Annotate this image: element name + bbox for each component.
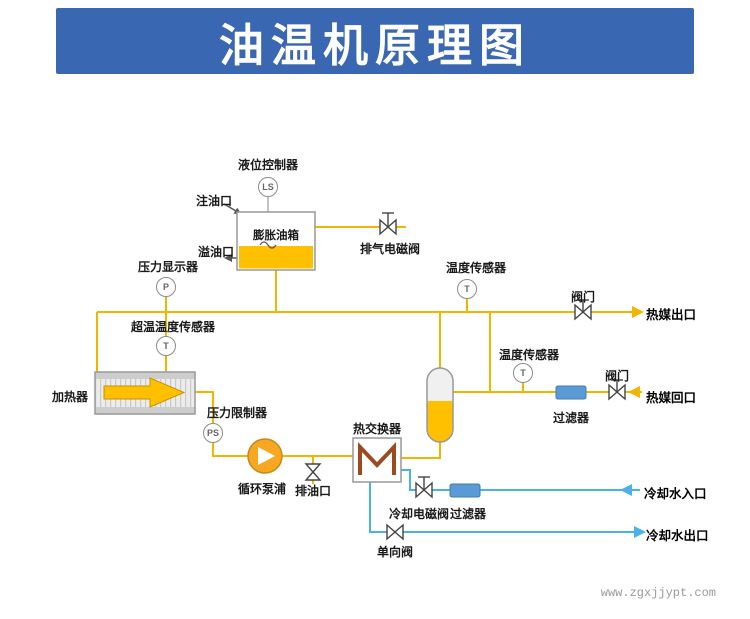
heat-exchanger-body (352, 437, 402, 483)
level-switch-bubble: LS (258, 177, 278, 197)
check-valve-body (386, 523, 404, 541)
overflow-port-arrow (224, 254, 237, 262)
cooling-solenoid-valve-body (415, 476, 433, 499)
cooling-filter-body (449, 483, 481, 498)
label-return-valve: 阀门 (604, 369, 629, 383)
cooling-water-outlet-arrow (634, 526, 646, 538)
label-exhaust-solenoid-valve: 排气电磁阀 (359, 242, 420, 256)
heater-body (94, 371, 196, 415)
label-cooling-water-inlet: 冷却水入口 (644, 487, 707, 501)
outlet-valve-body (574, 299, 592, 321)
oil-cylinder (426, 367, 454, 443)
heat-medium-outlet-arrow (632, 306, 644, 318)
page-title: 油温机原理图 (218, 20, 531, 71)
label-heat-exchanger: 热交换器 (352, 422, 401, 436)
label-oil-fill-port: 注油口 (195, 194, 232, 208)
exhaust-solenoid-valve-body (379, 212, 397, 236)
label-check-valve: 单向阀 (376, 545, 413, 559)
temp-sensor-return-bubble: T (513, 363, 533, 383)
heat-medium-return-arrow (628, 386, 640, 398)
label-overflow-port: 溢油口 (197, 245, 234, 259)
temp-sensor-top-bubble: T (457, 279, 477, 299)
label-cooling-water-outlet: 冷却水出口 (646, 529, 709, 543)
label-pump: 循环泵浦 (237, 482, 286, 496)
label-expansion-tank: 膨胀油箱 (253, 230, 299, 242)
label-return-filter: 过滤器 (552, 411, 589, 425)
watermark-url: www.zgxjjypt.com (600, 586, 716, 600)
label-overtemp-sensor: 超温温度传感器 (130, 320, 215, 334)
label-heat-medium-outlet: 热媒出口 (646, 308, 697, 322)
pressure-gauge-bubble: P (156, 277, 176, 297)
pump-body (247, 438, 283, 474)
title-banner: 油温机原理图 (56, 8, 694, 74)
return-valve-body (608, 379, 626, 401)
water-pipes (369, 469, 640, 533)
label-pressure-display: 压力显示器 (137, 260, 198, 274)
label-temp-sensor-return: 温度传感器 (498, 348, 559, 362)
label-outlet-valve: 阀门 (570, 290, 595, 304)
label-heater: 加热器 (51, 390, 88, 404)
expansion-tank-body (236, 211, 316, 271)
label-cooling-filter: 过滤器 (449, 507, 486, 521)
cooling-water-inlet-arrow (620, 484, 632, 496)
overtemp-sensor-bubble: T (156, 336, 176, 356)
label-oil-drain-port: 排油口 (294, 484, 331, 498)
label-level-controller: 液位控制器 (237, 158, 298, 172)
pressure-limiter-bubble: PS (203, 423, 223, 443)
label-temp-sensor-top: 温度传感器 (445, 261, 506, 275)
oil-pipes (96, 226, 642, 484)
label-cooling-solenoid-valve: 冷却电磁阀 (388, 507, 449, 521)
return-filter-body (555, 385, 587, 400)
oil-drain-valve-body (304, 463, 322, 481)
label-heat-medium-return: 热媒回口 (646, 391, 697, 405)
label-pressure-limiter: 压力限制器 (206, 406, 267, 420)
